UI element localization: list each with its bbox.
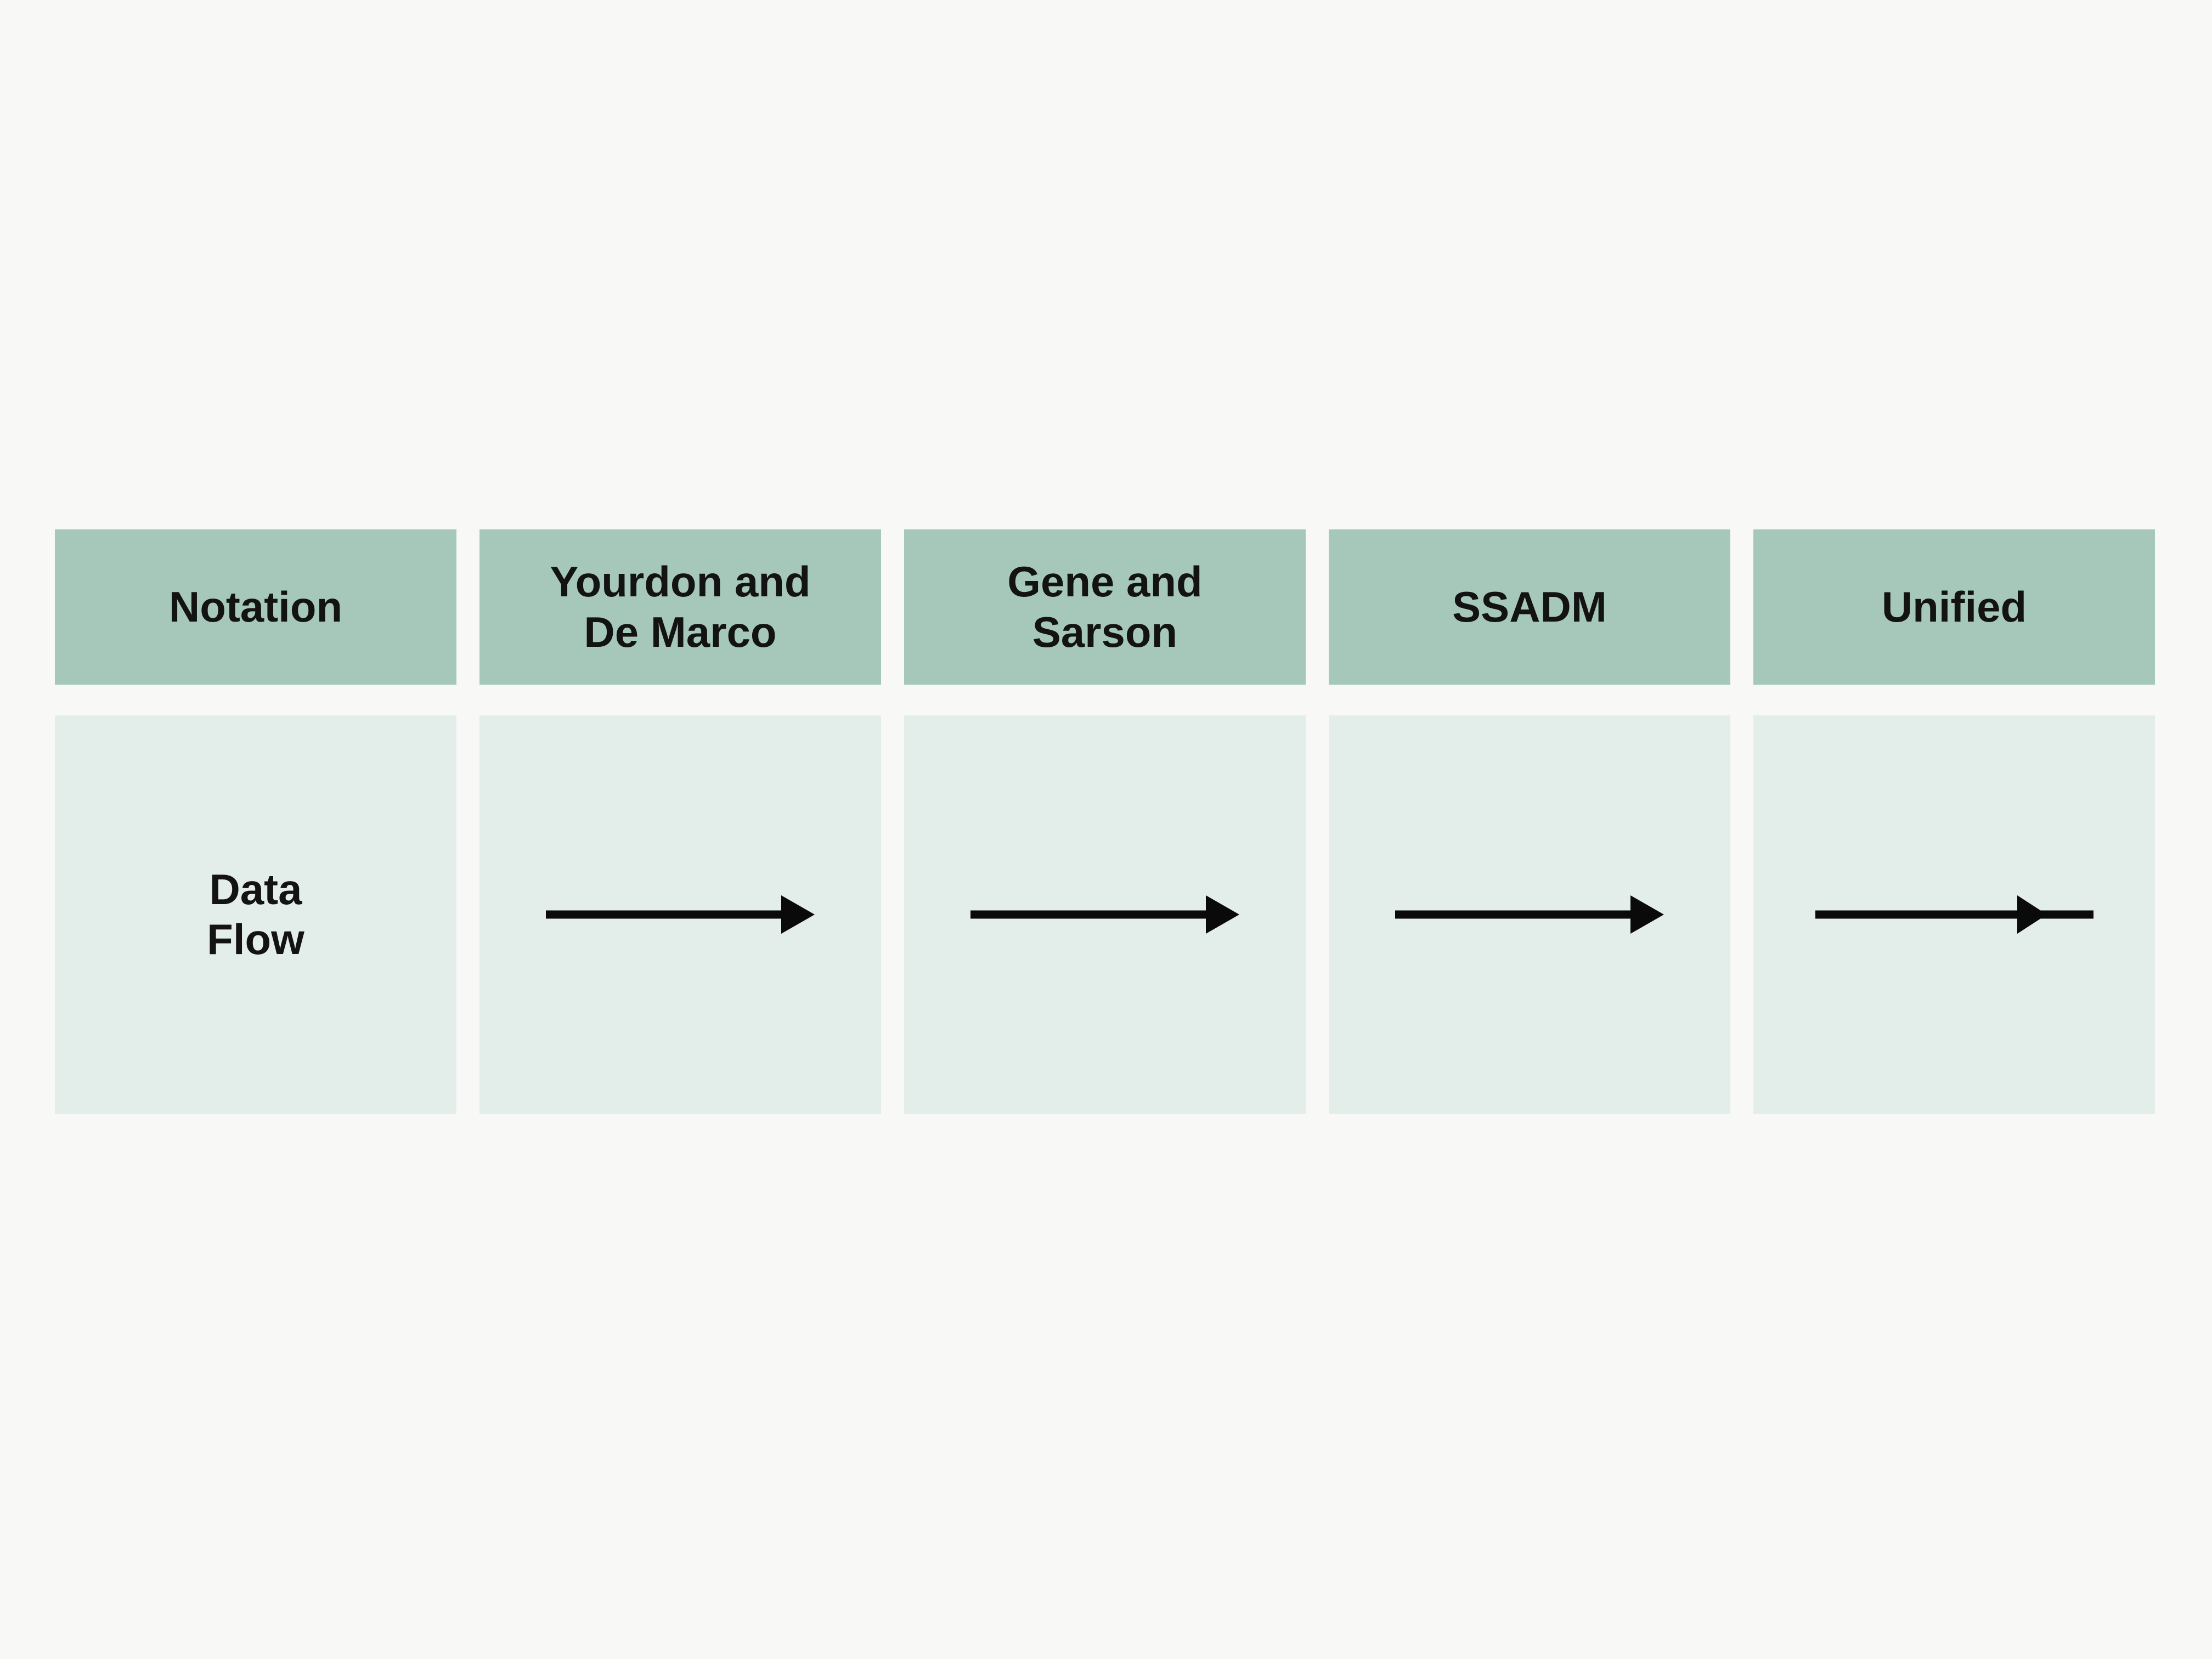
row-label-cell-data-flow: Data Flow (55, 715, 456, 1114)
row-label-data-flow: Data Flow (207, 865, 304, 963)
arrow-right-icon (1395, 895, 1664, 934)
header-label-ssadm: SSADM (1452, 582, 1607, 631)
arrow-right-icon (970, 895, 1239, 934)
cell-yourdon-data-flow (479, 715, 881, 1114)
header-label-notation: Notation (168, 582, 343, 631)
header-cell-yourdon-de-marco: Yourdon and De Marco (479, 529, 881, 685)
header-cell-notation: Notation (55, 529, 456, 685)
notation-comparison-table: Notation Yourdon and De Marco Gene and S… (55, 529, 2155, 1114)
arrow-right-icon (1815, 895, 2094, 934)
header-cell-unified: Unified (1753, 529, 2155, 685)
header-label-yourdon-de-marco: Yourdon and De Marco (550, 557, 811, 656)
arrow-right-icon (546, 895, 815, 934)
header-label-unified: Unified (1881, 582, 2027, 631)
cell-ssadm-data-flow (1329, 715, 1730, 1114)
cell-unified-data-flow (1753, 715, 2155, 1114)
header-cell-gene-sarson: Gene and Sarson (904, 529, 1306, 685)
cell-gene-sarson-data-flow (904, 715, 1306, 1114)
table-grid: Notation Yourdon and De Marco Gene and S… (55, 529, 2155, 1114)
header-label-gene-sarson: Gene and Sarson (1007, 557, 1203, 656)
header-cell-ssadm: SSADM (1329, 529, 1730, 685)
